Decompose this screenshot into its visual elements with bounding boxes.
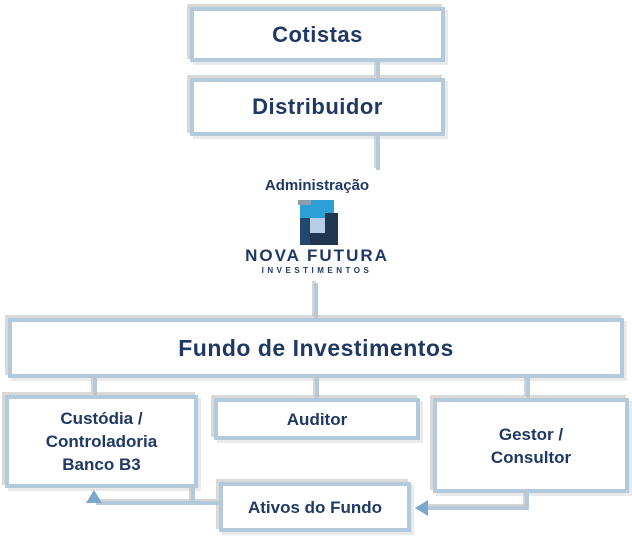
node-distribuidor-label: Distribuidor (252, 94, 383, 119)
arrow-up-icon (86, 490, 102, 503)
node-cotistas-label: Cotistas (272, 21, 363, 47)
node-auditor: Auditor (214, 398, 420, 440)
node-custodia-line3: Banco B3 (62, 455, 141, 474)
logo-piece-darkblue (300, 218, 310, 245)
logo-tagline: INVESTIMENTOS (261, 266, 373, 275)
node-ativos: Ativos do Fundo (219, 482, 411, 532)
node-custodia-line2: Controladoria (45, 432, 158, 451)
node-gestor: Gestor / Consultor (433, 398, 629, 493)
connector-ativos-custodia-horizontal (96, 501, 219, 505)
logo-piece-paleblue (310, 218, 325, 233)
node-gestor-line2: Consultor (490, 447, 572, 467)
node-cotistas: Cotistas (190, 7, 445, 62)
connector-distribuidor-administracao (376, 136, 380, 170)
node-custodia-label: Custódia / Controladoria Banco B3 (46, 407, 157, 476)
node-custodia-line1: Custódia / (60, 409, 143, 428)
connector-custodia-stub (191, 488, 195, 503)
connector-gestor-ativos-horizontal (428, 506, 529, 510)
connector-fundo-custodia (93, 378, 97, 395)
connector-fundo-auditor (315, 378, 319, 398)
logo-wordmark: NOVA FUTURA (245, 246, 389, 265)
node-distribuidor: Distribuidor (190, 78, 445, 136)
node-gestor-label: Gestor / Consultor (491, 423, 571, 469)
logo-piece-gray (298, 200, 311, 205)
node-custodia: Custódia / Controladoria Banco B3 (5, 395, 198, 488)
connector-gestor-vertical (525, 493, 529, 510)
node-ativos-label: Ativos do Fundo (247, 497, 383, 517)
logo-piece-navy-bottom (310, 233, 325, 245)
connector-administracao-fundo (314, 283, 318, 318)
node-fundo-label: Fundo de Investimentos (178, 334, 454, 361)
logo-piece-navy-right (325, 213, 338, 245)
node-fundo: Fundo de Investimentos (8, 318, 624, 378)
arrow-left-icon (415, 500, 428, 516)
administracao-label: Administração (264, 177, 370, 194)
node-gestor-line1: Gestor / (498, 424, 564, 444)
connector-fundo-gestor (526, 378, 530, 398)
nova-futura-logo-icon (298, 200, 338, 245)
node-auditor-label: Auditor (286, 409, 348, 429)
connector-cotistas-distribuidor (376, 62, 380, 78)
